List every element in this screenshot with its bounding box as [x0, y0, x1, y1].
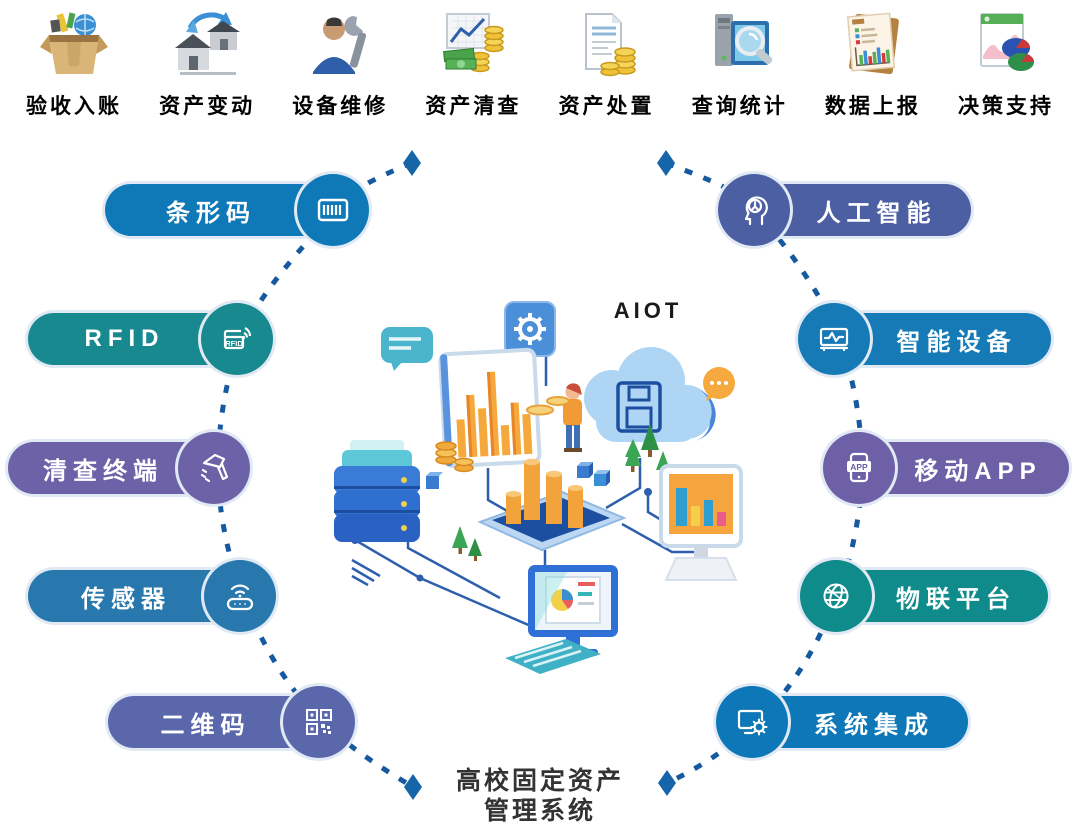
system-title-line1: 高校固定资产 [455, 767, 624, 795]
module-label: 资产处置 [558, 95, 655, 118]
node-label: RFID [84, 325, 165, 352]
equipment-repair-icon [303, 4, 377, 84]
system-title: 高校固定资产 管理系统 [390, 766, 690, 824]
diamond-top-left [403, 150, 421, 176]
node-label: 清查终端 [43, 457, 163, 485]
ai-head-icon [718, 174, 790, 246]
module-asset-change[interactable]: 资产变动 [143, 4, 271, 120]
rfid-icon: RFID [201, 303, 273, 375]
barcode-icon [297, 174, 369, 246]
aiot-cloud-icon [584, 347, 716, 442]
tablet-3d-bars [477, 458, 627, 552]
module-acceptance[interactable]: 验收入账 [10, 4, 138, 120]
module-query-statistics[interactable]: 查询统计 [676, 4, 804, 120]
chat-bubble-icon [703, 367, 735, 401]
diamond-top-right [657, 150, 675, 176]
module-equipment-repair[interactable]: 设备维修 [276, 4, 404, 120]
node-sensor[interactable]: 传感器 [28, 560, 276, 632]
system-integration-icon [716, 686, 788, 758]
module-label: 决策支持 [957, 95, 1054, 118]
coins [435, 441, 474, 473]
node-smart-device[interactable]: 智能设备 [798, 303, 1051, 375]
module-data-report[interactable]: 数据上报 [809, 4, 937, 120]
module-label: 验收入账 [26, 95, 122, 118]
node-system-integration[interactable]: 系统集成 [716, 686, 968, 758]
desktop-computer-icon [505, 565, 618, 674]
asset-inventory-icon [436, 4, 510, 84]
monitor-chart-icon [659, 464, 743, 581]
qrcode-icon [283, 686, 355, 758]
module-asset-inventory[interactable]: 资产清查 [409, 4, 537, 120]
server-stack-icon [334, 440, 420, 542]
speech-bubble-icon [381, 327, 433, 371]
node-label: 传感器 [81, 585, 171, 613]
aiot-label: AIOT [614, 298, 683, 323]
mobile-app-icon: APP [823, 432, 895, 504]
node-ai[interactable]: 人工智能 [718, 174, 971, 246]
module-label: 数据上报 [824, 95, 921, 118]
svg-text:APP: APP [850, 462, 868, 472]
system-title-line2: 管理系统 [483, 797, 596, 824]
gear-icon [504, 301, 556, 357]
node-label: 系统集成 [814, 711, 934, 739]
data-report-icon [836, 4, 910, 84]
iot-platform-icon [800, 560, 872, 632]
node-label: 智能设备 [896, 328, 1017, 356]
bar-chart-board [438, 347, 542, 468]
module-label: 查询统计 [691, 95, 788, 118]
node-label: 人工智能 [816, 199, 937, 227]
node-barcode[interactable]: 条形码 [105, 174, 369, 246]
node-label: 二维码 [160, 711, 251, 739]
module-asset-disposal[interactable]: 资产处置 [543, 4, 671, 120]
node-label: 条形码 [166, 199, 256, 227]
svg-text:RFID: RFID [225, 339, 243, 348]
smart-device-icon [798, 303, 870, 375]
node-label: 移动APP [914, 457, 1042, 485]
asset-disposal-icon [570, 4, 644, 84]
node-inventory-terminal[interactable]: 清查终端 [8, 432, 250, 504]
module-label: 资产清查 [425, 95, 522, 118]
query-statistics-icon [703, 4, 777, 84]
module-decision-support[interactable]: 决策支持 [942, 4, 1070, 120]
decision-support-icon [969, 4, 1043, 84]
acceptance-box-icon [37, 4, 111, 84]
node-qrcode[interactable]: 二维码 [108, 686, 355, 758]
module-label: 资产变动 [159, 95, 256, 118]
scanner-icon [178, 432, 250, 504]
cubes [426, 462, 610, 489]
sensor-icon [204, 560, 276, 632]
node-rfid[interactable]: RFID RFID [28, 303, 273, 375]
diamond-bottom-right [658, 770, 676, 796]
node-label: 物联平台 [896, 585, 1016, 613]
diamond-bottom-left [404, 774, 422, 800]
person-figure [526, 383, 582, 452]
module-bar: 验收入账 资产变动 [0, 0, 1080, 124]
module-label: 设备维修 [292, 95, 389, 118]
node-mobile-app[interactable]: APP 移动APP [823, 432, 1069, 504]
node-iot-platform[interactable]: 物联平台 [800, 560, 1048, 632]
asset-change-icon [170, 4, 244, 84]
